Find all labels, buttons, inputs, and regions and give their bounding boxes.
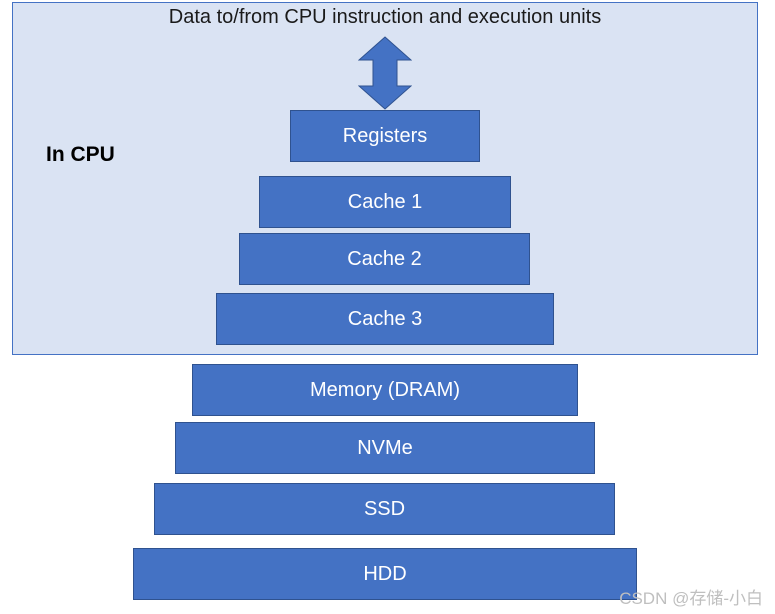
watermark: CSDN @存储-小白 <box>619 589 763 608</box>
tier-label: Cache 2 <box>347 247 422 270</box>
tier-label: NVMe <box>357 436 413 459</box>
tier-label: Cache 3 <box>347 307 423 330</box>
data-flow-caption: Data to/from CPU instruction and executi… <box>168 6 602 28</box>
tier-memory-dram: Memory (DRAM) <box>192 364 578 416</box>
tier-hdd: HDD <box>133 548 637 600</box>
tier-cache-2: Cache 2 <box>239 233 530 285</box>
tier-cache-1: Cache 1 <box>259 176 511 228</box>
tier-label: Memory (DRAM) <box>310 378 460 401</box>
double-arrow-icon <box>358 36 412 110</box>
tier-nvme: NVMe <box>175 422 595 474</box>
tier-cache-3: Cache 3 <box>216 293 554 345</box>
tier-label: Registers <box>342 124 428 147</box>
tier-label: HDD <box>363 562 407 585</box>
tier-label: SSD <box>363 497 406 520</box>
tier-label: Cache 1 <box>347 190 423 213</box>
in-cpu-label: In CPU <box>46 143 115 166</box>
tier-registers: Registers <box>290 110 480 162</box>
tier-ssd: SSD <box>154 483 615 535</box>
